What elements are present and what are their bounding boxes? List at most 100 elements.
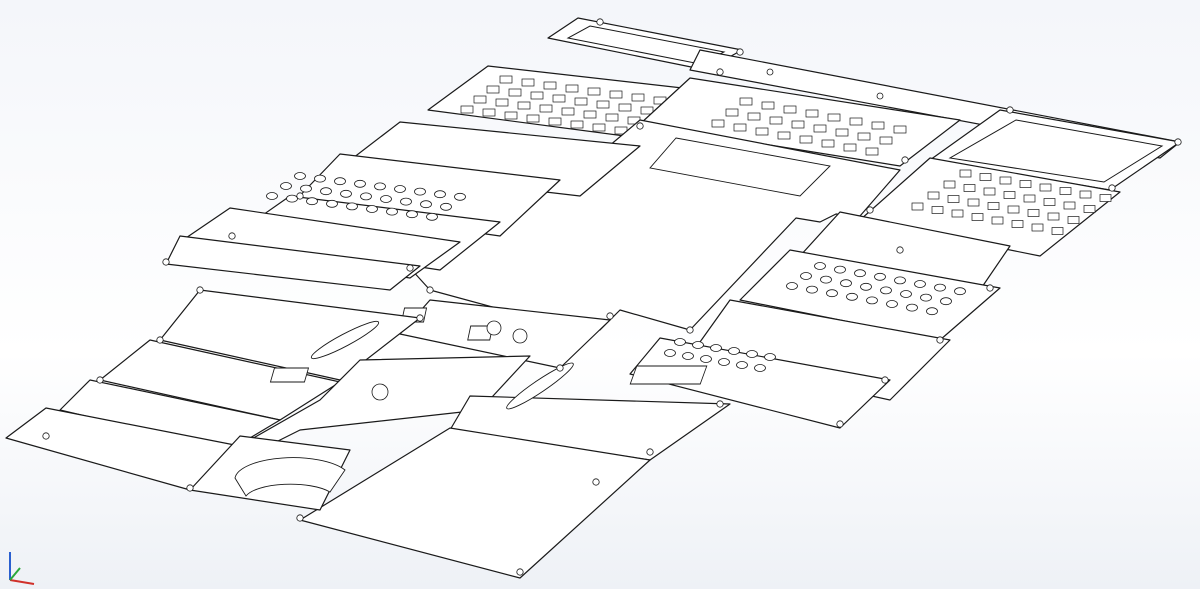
panel-key bbox=[1027, 209, 1040, 217]
panel-key bbox=[874, 272, 886, 281]
panel-key bbox=[739, 97, 753, 106]
mounting-hole bbox=[156, 336, 164, 344]
panel-key bbox=[886, 300, 898, 308]
center-connector-plate bbox=[399, 299, 611, 369]
mounting-hole bbox=[296, 514, 304, 522]
panel-key bbox=[414, 187, 426, 196]
mounting-hole bbox=[646, 448, 654, 456]
panel-key bbox=[920, 293, 932, 302]
panel-key bbox=[320, 187, 332, 196]
panel-key bbox=[846, 292, 858, 301]
mounting-hole bbox=[228, 232, 236, 240]
mounting-hole bbox=[196, 286, 204, 294]
panel-key bbox=[517, 101, 531, 110]
bottom-plate-group bbox=[189, 362, 731, 579]
panel-key bbox=[587, 87, 601, 96]
panel-key bbox=[386, 207, 398, 216]
panel-key bbox=[871, 121, 885, 130]
mounting-holes bbox=[42, 18, 1182, 576]
panel-key bbox=[914, 280, 926, 288]
panel-key bbox=[791, 120, 805, 129]
lower-left-plate-stack bbox=[5, 289, 421, 491]
panel-key bbox=[499, 75, 513, 84]
panel-key bbox=[486, 85, 500, 94]
central-lower-plate bbox=[249, 355, 531, 451]
mounting-hole bbox=[406, 264, 414, 272]
panel-key bbox=[495, 98, 509, 107]
panel-key bbox=[682, 352, 694, 360]
panel-key bbox=[826, 289, 838, 298]
mounting-hole bbox=[426, 286, 434, 294]
panel-key bbox=[266, 192, 278, 200]
panel-key bbox=[931, 206, 944, 214]
panel-key bbox=[1011, 220, 1024, 228]
panel-key bbox=[526, 114, 540, 123]
panel-key bbox=[574, 97, 588, 106]
panel-key bbox=[879, 136, 893, 145]
panel-key bbox=[605, 113, 619, 122]
panel-key bbox=[314, 174, 326, 183]
panel-key bbox=[1023, 194, 1036, 203]
mounting-hole bbox=[516, 568, 524, 576]
panel-key bbox=[783, 105, 797, 114]
panel-key bbox=[420, 200, 432, 209]
panel-key bbox=[664, 349, 676, 357]
mounting-hole bbox=[596, 18, 604, 26]
panel-key bbox=[1099, 194, 1112, 202]
panel-key bbox=[926, 307, 938, 316]
panel-key bbox=[728, 347, 740, 355]
panel-key bbox=[692, 341, 704, 349]
panel-key bbox=[300, 184, 312, 193]
panel-key bbox=[618, 103, 632, 112]
panel-key bbox=[700, 355, 712, 363]
panel-key bbox=[530, 91, 544, 100]
panel-key bbox=[854, 269, 866, 278]
mounting-hole bbox=[901, 156, 909, 164]
panel-key bbox=[733, 123, 747, 132]
panel-key bbox=[799, 135, 813, 144]
panel-key bbox=[991, 216, 1004, 225]
panel-key bbox=[827, 113, 841, 122]
mounting-hole bbox=[736, 48, 744, 56]
panel-key bbox=[777, 131, 791, 140]
panel-key bbox=[570, 120, 584, 129]
mounting-hole bbox=[416, 314, 424, 322]
mounting-hole bbox=[866, 206, 874, 214]
panel-key bbox=[326, 199, 338, 208]
panel-key bbox=[394, 185, 406, 193]
panel-key bbox=[640, 106, 654, 115]
panel-key bbox=[473, 95, 487, 104]
mounting-hole bbox=[716, 400, 724, 408]
panel-key bbox=[954, 287, 966, 296]
panel-key bbox=[718, 358, 730, 366]
panel-key bbox=[596, 100, 610, 109]
panel-key bbox=[860, 282, 872, 291]
panel-key bbox=[334, 177, 346, 186]
mounting-hole bbox=[716, 68, 724, 76]
left-plate-stack bbox=[165, 121, 641, 291]
panel-key bbox=[440, 202, 452, 211]
panel-key bbox=[346, 202, 358, 211]
panel-key bbox=[360, 192, 372, 201]
mounting-hole bbox=[1108, 184, 1116, 192]
panel-key bbox=[755, 127, 769, 136]
mounting-hole bbox=[881, 376, 889, 384]
panel-key bbox=[1079, 190, 1092, 199]
panel-key bbox=[764, 353, 776, 361]
panel-key bbox=[865, 147, 879, 156]
panel-key bbox=[711, 119, 725, 128]
axis-triad bbox=[9, 552, 35, 585]
upper-left-keypad-plate bbox=[427, 65, 701, 139]
mounting-hole bbox=[936, 336, 944, 344]
mounting-hole bbox=[636, 122, 644, 130]
mounting-hole bbox=[592, 478, 600, 486]
panel-key bbox=[482, 108, 496, 117]
panel-key bbox=[406, 210, 418, 219]
panel-key bbox=[906, 303, 918, 312]
panel-key bbox=[609, 90, 623, 99]
panel-key bbox=[893, 125, 907, 134]
panel-key bbox=[1047, 212, 1060, 221]
panel-key bbox=[800, 272, 812, 280]
panel-key bbox=[374, 182, 386, 191]
